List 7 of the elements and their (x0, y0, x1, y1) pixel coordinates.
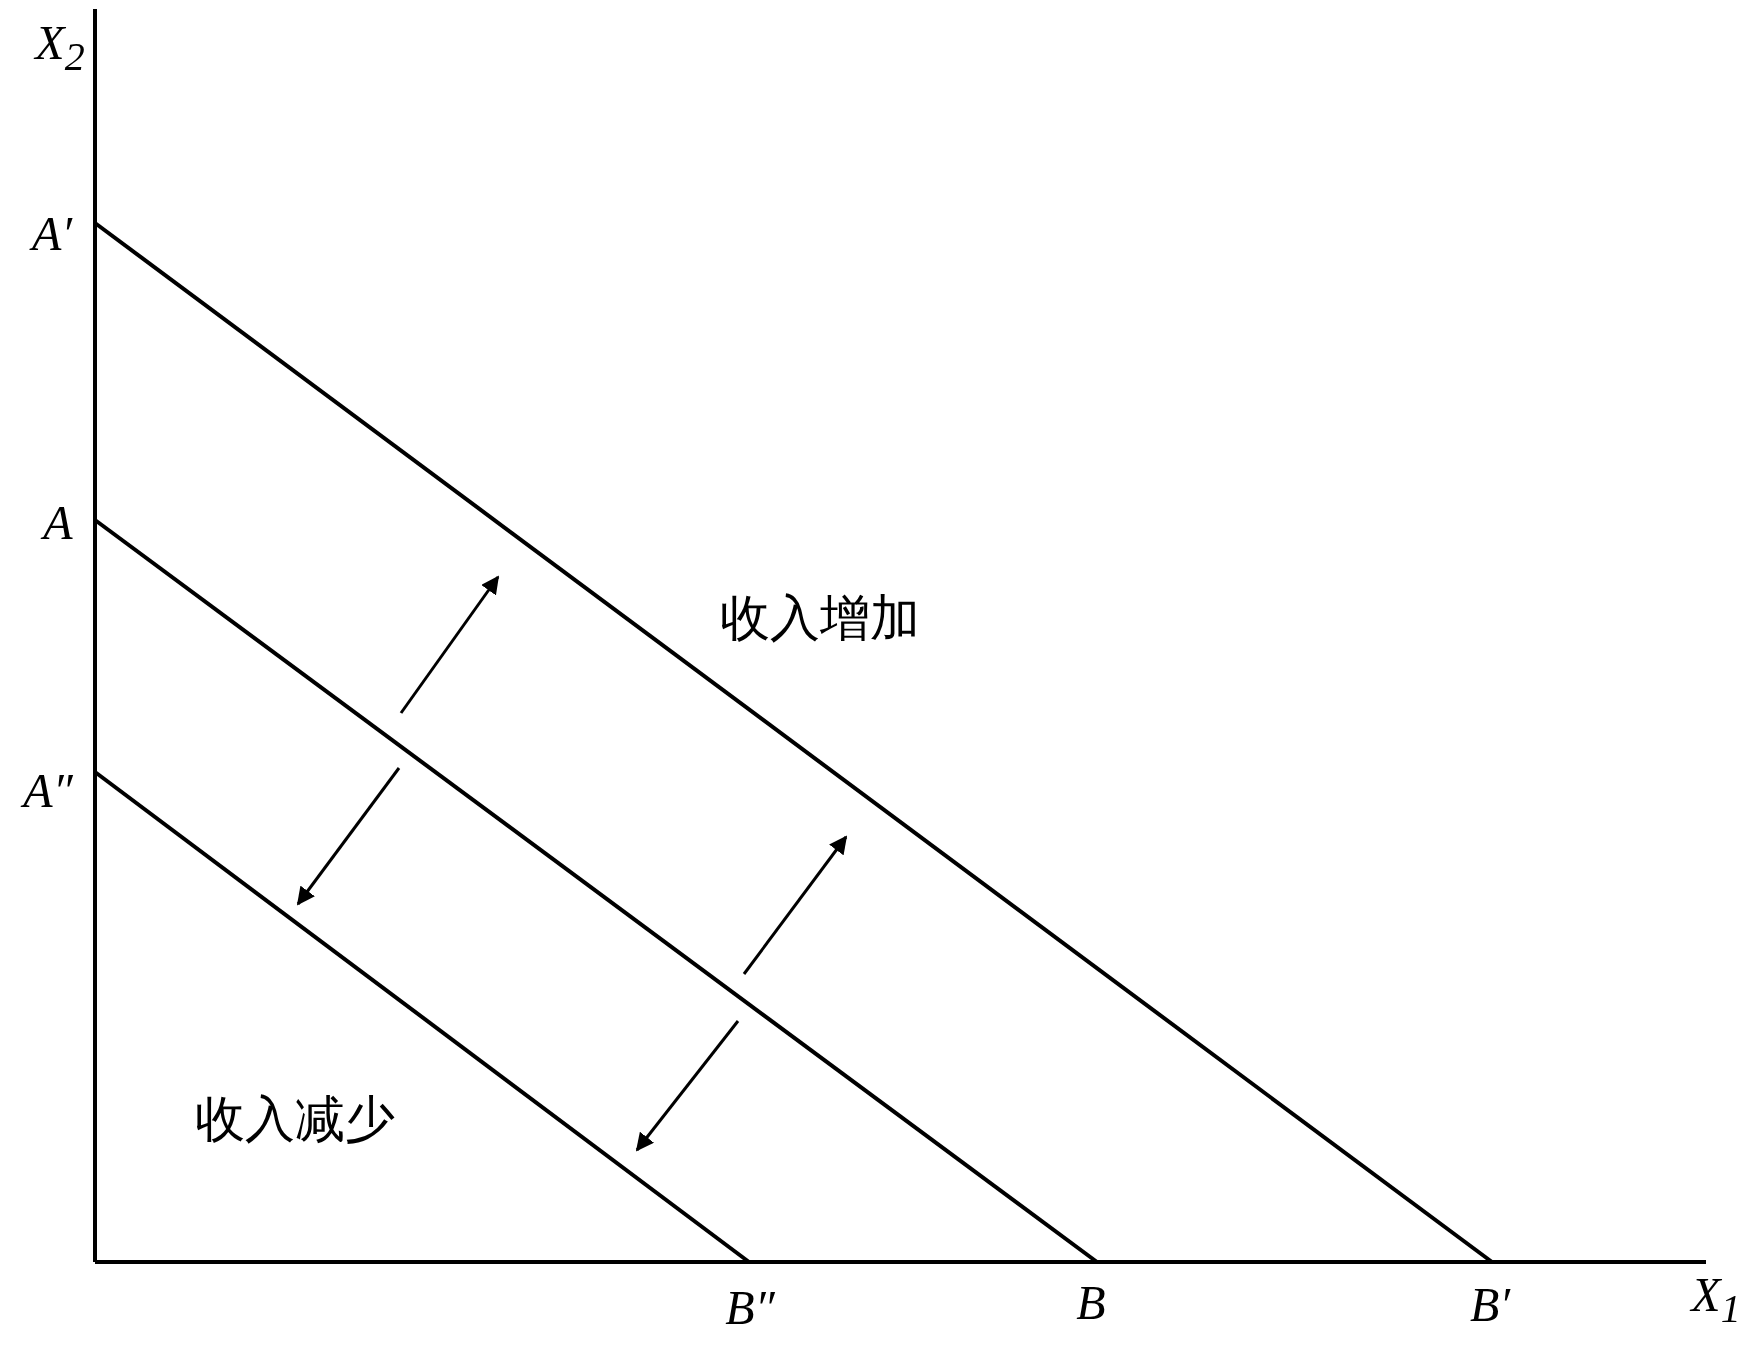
axis-label: X$_{2}$ (35, 19, 85, 77)
point-label: B (1076, 1279, 1106, 1327)
annotation-text: 收入减少 (195, 1094, 395, 1144)
annotation-text: 收入增加 (720, 593, 920, 643)
axis-label: X$_{1}$ (1691, 1271, 1741, 1329)
point-label: B″ (725, 1284, 775, 1332)
point-label: B′ (1470, 1281, 1510, 1329)
